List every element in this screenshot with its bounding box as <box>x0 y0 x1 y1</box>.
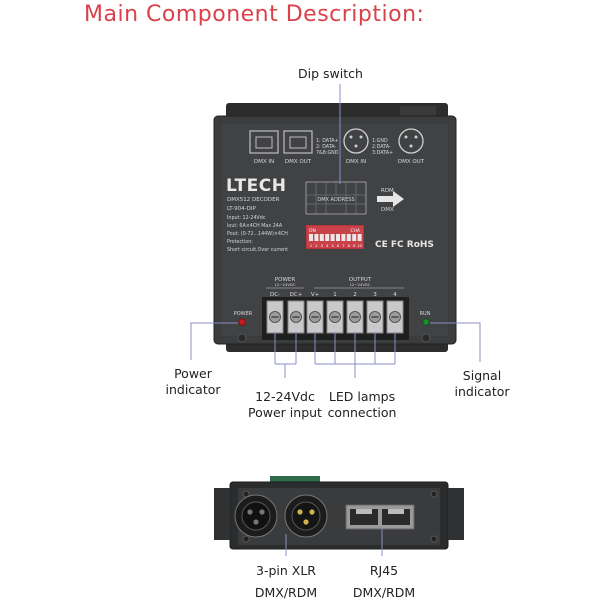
callout-line: DMX/RDM <box>352 585 416 600</box>
rj45-pin-2: 2: DATA- <box>316 144 336 150</box>
rj45-out-port <box>283 130 313 154</box>
xlr-pin-3: 3:DATA+ <box>372 150 393 156</box>
brand-logo: LTECH <box>226 176 286 196</box>
terminal-label: 1 <box>333 292 337 298</box>
spec-line: Protection: <box>227 239 253 245</box>
rdm-label: RDM <box>381 188 394 194</box>
dip-toggle <box>325 234 330 241</box>
bottom-callout-lines <box>285 526 383 556</box>
callout-line: LED lamps <box>328 389 396 404</box>
rj45-pin-3: 7&8:GND <box>316 150 339 156</box>
dip-toggle <box>341 234 346 241</box>
callout-lines <box>190 84 481 378</box>
model-number: LT-904-DIP <box>227 206 256 212</box>
dip-number: 10 <box>357 244 362 248</box>
callout-line: Power input <box>248 405 322 420</box>
run-led-label: RUN <box>420 311 431 317</box>
output-group-label: OUTPUT <box>349 277 372 283</box>
dip-number: 5 <box>331 244 333 248</box>
terminal-label: 4 <box>393 292 397 298</box>
rj45-pin-1: 1: DATA+ <box>316 138 339 144</box>
power-led <box>238 318 246 326</box>
signal-indicator-callout: Signal indicator <box>446 368 518 400</box>
terminal-label: V+ <box>311 292 320 298</box>
dip-toggle <box>346 234 351 241</box>
dip-number: 2 <box>315 244 317 248</box>
callout-line: indicator <box>454 384 510 399</box>
power-input-callout: 12-24Vdc Power input <box>241 389 329 421</box>
callout-line: RJ45 <box>369 563 399 578</box>
dip-number: 9 <box>353 244 356 248</box>
dip-toggle <box>336 234 340 241</box>
page-title: Main Component Description: <box>84 2 425 27</box>
rj45-connector-pair <box>345 504 415 530</box>
xlr-in-label: DMX IN <box>346 159 366 165</box>
dip-switch-callout: Dip switch <box>298 66 363 81</box>
spec-line: Short circuit,Over current <box>227 247 288 253</box>
decoder-device: DMX IN DMX OUT 1: DATA+ 2: DATA- 7&8:GND… <box>213 103 457 352</box>
led-lamps-callout: LED lamps connection <box>321 389 403 421</box>
dmx-address-table: DMX ADDRESS <box>305 181 367 215</box>
model-line: DMX512 DECODER <box>227 197 280 203</box>
xlr-in-port <box>343 128 369 154</box>
certification-marks: CE FC RoHS <box>375 240 434 250</box>
dip-toggle <box>314 234 319 241</box>
dip-toggle <box>330 234 335 241</box>
xlr-female-connector <box>234 494 278 538</box>
xlr-male-connector <box>284 494 328 538</box>
dip-number: 4 <box>326 244 329 248</box>
dip-number: 8 <box>348 244 351 248</box>
spec-line: Pout: (0-72...144W)×4CH <box>227 231 288 237</box>
callout-line: DMX/RDM <box>254 585 318 600</box>
decoder-side-view <box>214 476 464 550</box>
spec-line: Iout: 6A×4CH Max 24A <box>227 223 283 229</box>
callout-line: Signal <box>462 368 502 383</box>
output-group-sub: 12~24VDC <box>349 282 370 287</box>
power-led-label: POWER <box>234 311 253 317</box>
terminal-label: DC- <box>270 292 280 298</box>
terminal-label: 2 <box>353 292 357 298</box>
power-indicator-callout: Power indicator <box>155 366 231 398</box>
callout-line: indicator <box>165 382 221 397</box>
xlr-out-label: DMX OUT <box>398 159 425 165</box>
dip-toggle <box>357 234 362 241</box>
terminal-label: DC+ <box>290 292 303 298</box>
dip-header: DMX ADDRESS <box>317 197 354 203</box>
dip-on-label: ON <box>309 228 316 234</box>
dip-toggle <box>309 234 313 241</box>
callout-line: connection <box>327 405 397 420</box>
xlr-pin-1: 1:GND <box>372 138 388 144</box>
dip-cha-label: CHA <box>350 228 361 234</box>
xlr-callout: 3-pin XLR DMX/RDM <box>247 563 325 601</box>
dip-number: 7 <box>342 244 344 248</box>
xlr-out-port <box>398 128 424 154</box>
run-led <box>422 318 430 326</box>
dip-number: 6 <box>337 244 340 248</box>
terminal-label: 3 <box>373 292 377 298</box>
rj45-in-port <box>249 130 279 154</box>
rj45-out-label: DMX OUT <box>285 159 312 165</box>
dmx-label: DMX <box>381 207 394 213</box>
rdm-arrow-icon <box>377 191 404 207</box>
dip-toggle <box>319 234 324 241</box>
power-group-sub: 12~24VDC <box>274 282 295 287</box>
callout-line: 12-24Vdc <box>255 389 315 404</box>
dip-toggle <box>352 234 357 241</box>
xlr-pin-2: 2:DATA- <box>372 144 391 150</box>
dip-number: 1 <box>310 244 312 248</box>
spec-line: Input: 12-24Vdc <box>227 215 266 221</box>
rj45-callout: RJ45 DMX/RDM <box>347 563 421 601</box>
rj45-in-label: DMX IN <box>254 159 274 165</box>
callout-line: 3-pin XLR <box>256 563 316 578</box>
power-group-label: POWER <box>275 277 296 283</box>
callout-line: Power <box>174 366 212 381</box>
dip-number: 3 <box>321 244 323 248</box>
